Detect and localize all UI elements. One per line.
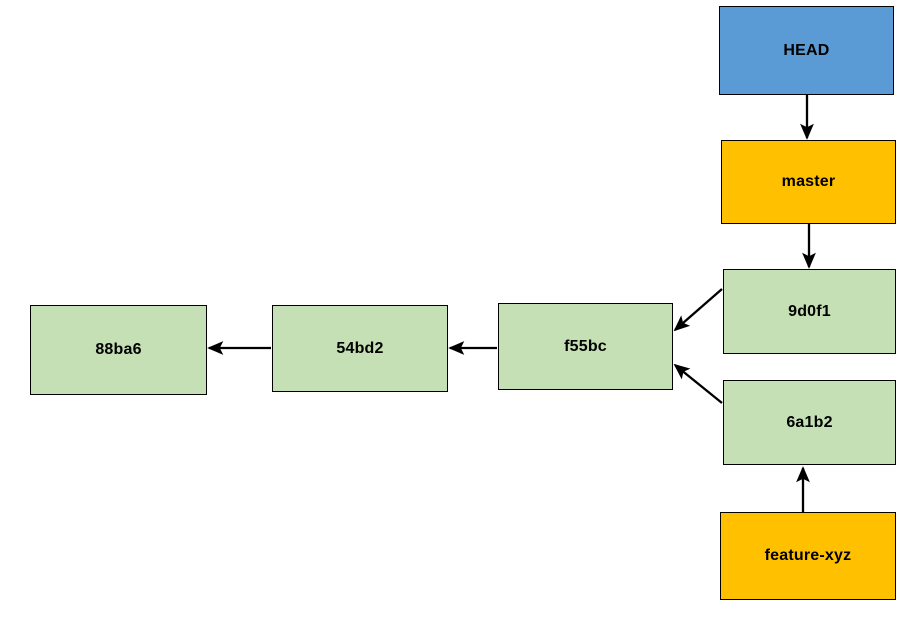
- node-featurexyz[interactable]: feature-xyz: [720, 512, 896, 600]
- node-label-c88ba6: 88ba6: [95, 341, 142, 359]
- node-master[interactable]: master: [721, 140, 896, 224]
- node-c54bd2[interactable]: 54bd2: [272, 305, 448, 392]
- edge-9d0f1-to-f55bc: [673, 288, 723, 332]
- node-label-master: master: [781, 173, 836, 191]
- node-c88ba6[interactable]: 88ba6: [30, 305, 207, 395]
- node-label-head: HEAD: [783, 41, 830, 59]
- node-c9d0f1[interactable]: 9d0f1: [723, 269, 896, 354]
- node-label-c6a1b2: 6a1b2: [786, 413, 833, 431]
- node-c6a1b2[interactable]: 6a1b2: [723, 380, 896, 465]
- node-label-cf55bc: f55bc: [564, 337, 607, 355]
- node-label-c9d0f1: 9d0f1: [788, 302, 831, 320]
- node-label-c54bd2: 54bd2: [336, 339, 384, 357]
- node-head[interactable]: HEAD: [719, 6, 894, 95]
- edge-6a1b2-to-f55bc: [673, 363, 723, 404]
- node-cf55bc[interactable]: f55bc: [498, 303, 673, 390]
- node-label-featurexyz: feature-xyz: [764, 547, 852, 565]
